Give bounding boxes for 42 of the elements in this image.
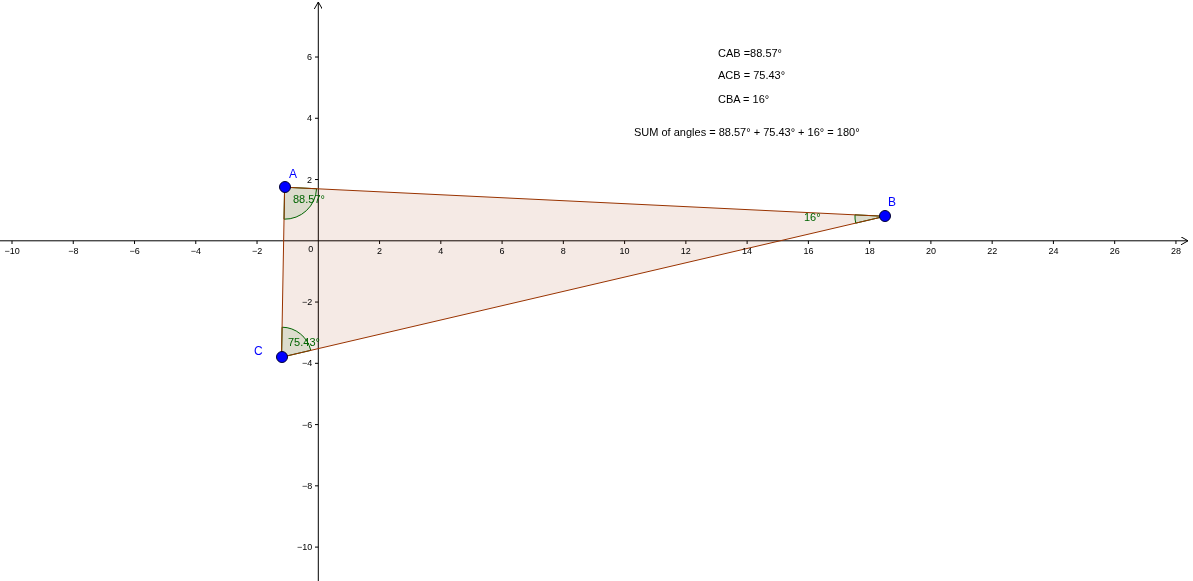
tick-label: 2	[377, 245, 383, 258]
equation-text: CBA = 16°	[718, 93, 770, 106]
tick-label: −2	[252, 245, 263, 258]
tick-label: −4	[302, 357, 313, 371]
tick-label: −4	[190, 245, 202, 258]
tick-label: 12	[680, 245, 691, 258]
point-marker	[878, 210, 891, 223]
tick-label: 10	[619, 245, 630, 258]
point-marker	[275, 351, 288, 364]
triangle-side	[290, 187, 880, 217]
tick-label: 4	[438, 245, 444, 258]
triangle-side	[281, 192, 285, 352]
tick-label: 26	[1109, 245, 1120, 258]
tick-label: 28	[1170, 245, 1181, 258]
tick-label: −10	[4, 245, 20, 258]
tick-label: 6	[499, 245, 505, 258]
angle-label: 16°	[804, 211, 821, 224]
tick-label: −2	[302, 296, 313, 310]
tick-label: 2	[307, 173, 312, 187]
equation-text: CAB =88.57°	[718, 47, 783, 60]
tick-label: 20	[925, 245, 936, 258]
tick-label: 24	[1048, 245, 1059, 258]
point-label: C	[254, 345, 263, 358]
point-label: B	[888, 196, 896, 209]
tick-label: 16	[803, 245, 814, 258]
triangle-side	[286, 217, 880, 357]
tick-label: −6	[302, 418, 313, 432]
point-marker	[278, 181, 291, 194]
equation-text: SUM of angles = 88.57° + 75.43° + 16° = 180°	[634, 126, 860, 139]
point-label: A	[289, 168, 297, 181]
tick-label: −8	[68, 245, 79, 258]
tick-label: −8	[302, 479, 313, 493]
tick-label: 8	[560, 245, 566, 258]
tick-label: 6	[307, 51, 312, 64]
tick-label: −10	[297, 541, 313, 555]
tick-label: 0	[308, 243, 314, 256]
equation-text: ACB = 75.43°	[718, 69, 786, 82]
tick-label: −6	[129, 245, 140, 258]
tick-label: 14	[742, 245, 753, 258]
tick-label: 22	[987, 245, 998, 258]
tick-label: 4	[307, 112, 312, 126]
tick-label: 18	[864, 245, 875, 258]
